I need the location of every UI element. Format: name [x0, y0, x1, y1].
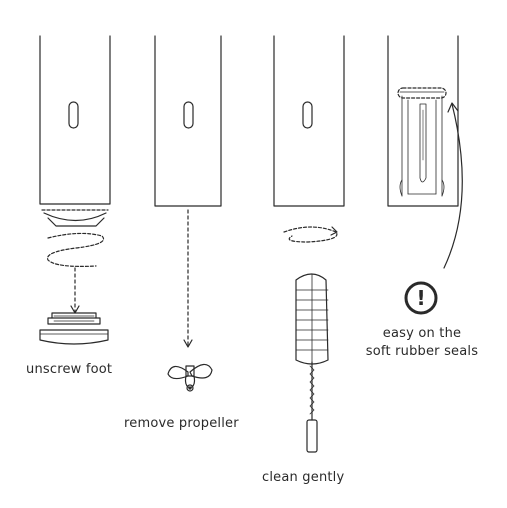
seal-pointer-arrow [443, 103, 463, 269]
rotation-arrowhead [330, 226, 338, 236]
unscrew-rotation-arrow [46, 232, 104, 267]
bottle-body-1 [39, 35, 111, 205]
foot-icon [39, 312, 109, 345]
brush-rotation-arrow [283, 226, 338, 243]
caption-clean-gently: clean gently [262, 470, 345, 485]
caption-seals-line1: easy on the [382, 326, 462, 341]
caption-seals-line2: soft rubber seals [365, 344, 479, 359]
bottle-body-2 [154, 35, 222, 207]
seal-pointer-arrowhead [447, 102, 459, 113]
step-remove-propeller [154, 35, 222, 392]
detached-foot-ring [41, 209, 109, 227]
step-unscrew-foot [39, 35, 111, 345]
bottle-body-4 [387, 35, 459, 207]
bottle-brush-icon [295, 273, 329, 453]
bottle-body-3 [273, 35, 345, 207]
arrowhead-2 [183, 339, 193, 348]
caption-unscrew-foot: unscrew foot [26, 362, 113, 377]
warning-symbol: ! [416, 286, 425, 310]
step-rubber-seals: ! [387, 35, 463, 315]
propeller-icon [167, 363, 213, 392]
step-clean-gently [273, 35, 345, 453]
warning-icon: ! [404, 281, 438, 315]
caption-remove-propeller: remove propeller [124, 416, 239, 431]
seal-highlight [397, 87, 447, 99]
